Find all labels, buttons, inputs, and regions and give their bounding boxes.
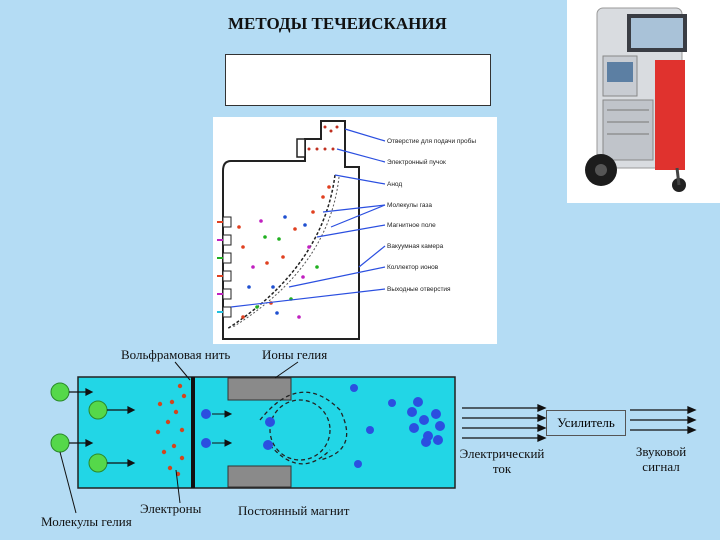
- gas-molecule-dot: [311, 210, 315, 214]
- gas-molecule-dot: [247, 285, 251, 289]
- label-electrons: Электроны: [140, 501, 202, 516]
- gas-molecule-dot: [241, 315, 245, 319]
- electron-dot: [171, 443, 177, 449]
- leak-detector-photo: [567, 0, 720, 203]
- label-sound-signal: Звуковой сигнал: [635, 444, 687, 474]
- gas-molecule-dot: [251, 265, 255, 269]
- electron-dot: [167, 465, 173, 471]
- amplifier-box: Усилитель: [546, 410, 626, 436]
- label-helium-molecules: Молекулы гелия: [41, 514, 132, 529]
- label-electron-beam: Электронный пучок: [387, 158, 446, 166]
- label-electric-current: Электрический ток: [459, 446, 545, 476]
- label-tungsten-filament: Вольфрамовая нить: [121, 347, 231, 362]
- gas-molecule-dot: [297, 315, 301, 319]
- electron-dot: [181, 393, 187, 399]
- vacuum-chamber-svg: Отверстие для подачи пробы Электронный п…: [217, 120, 476, 340]
- electron-dot: [177, 383, 183, 389]
- gas-molecule-dot: [265, 261, 269, 265]
- label-vacuum-chamber: Вакуумная камера: [387, 243, 444, 250]
- electron-dot: [169, 399, 175, 405]
- leak-detector-icon: [585, 7, 687, 192]
- electron-dot: [155, 429, 161, 435]
- page-title: МЕТОДЫ ТЕЧЕИСКАНИЯ: [228, 14, 447, 33]
- gas-molecule-dot: [281, 255, 285, 259]
- label-helium-ions: Ионы гелия: [262, 347, 328, 362]
- electron-dot: [173, 409, 179, 415]
- gas-molecule-dot: [293, 227, 297, 231]
- gas-molecule-dot: [307, 245, 311, 249]
- gas-molecule-dot: [301, 275, 305, 279]
- label-gas-molecules: Молекулы газа: [387, 202, 432, 209]
- label-magnetic-field: Магнитное поле: [387, 222, 436, 229]
- label-anode: Анод: [387, 181, 402, 188]
- label-outlet-holes: Выходные отверстия: [387, 286, 451, 293]
- vacuum-chamber-diagram: Отверстие для подачи пробы Электронный п…: [213, 117, 497, 344]
- gas-molecule-dot: [303, 223, 307, 227]
- gas-molecule-dot: [277, 237, 281, 241]
- gas-molecule-dot: [283, 215, 287, 219]
- gas-molecule-dot: [263, 235, 267, 239]
- electron-dot: [179, 455, 185, 461]
- gas-molecule-dot: [237, 225, 241, 229]
- label-ion-collector: Коллектор ионов: [387, 264, 439, 271]
- electron-dot: [161, 449, 167, 455]
- gas-molecule-dot: [327, 185, 331, 189]
- label-permanent-magnet: Постоянный магнит: [238, 503, 350, 518]
- gas-molecule-dot: [241, 245, 245, 249]
- gas-molecule-dot: [321, 195, 325, 199]
- blank-text-box: [225, 54, 491, 106]
- electron-dot: [157, 401, 163, 407]
- gas-molecule-dot: [271, 285, 275, 289]
- gas-molecule-dot: [315, 265, 319, 269]
- electron-dot: [179, 427, 185, 433]
- gas-molecule-dot: [255, 305, 259, 309]
- electron-dot: [165, 419, 171, 425]
- gas-molecule-dot: [275, 311, 279, 315]
- label-sample-inlet: Отверстие для подачи пробы: [387, 137, 476, 145]
- gas-molecule-dot: [259, 219, 263, 223]
